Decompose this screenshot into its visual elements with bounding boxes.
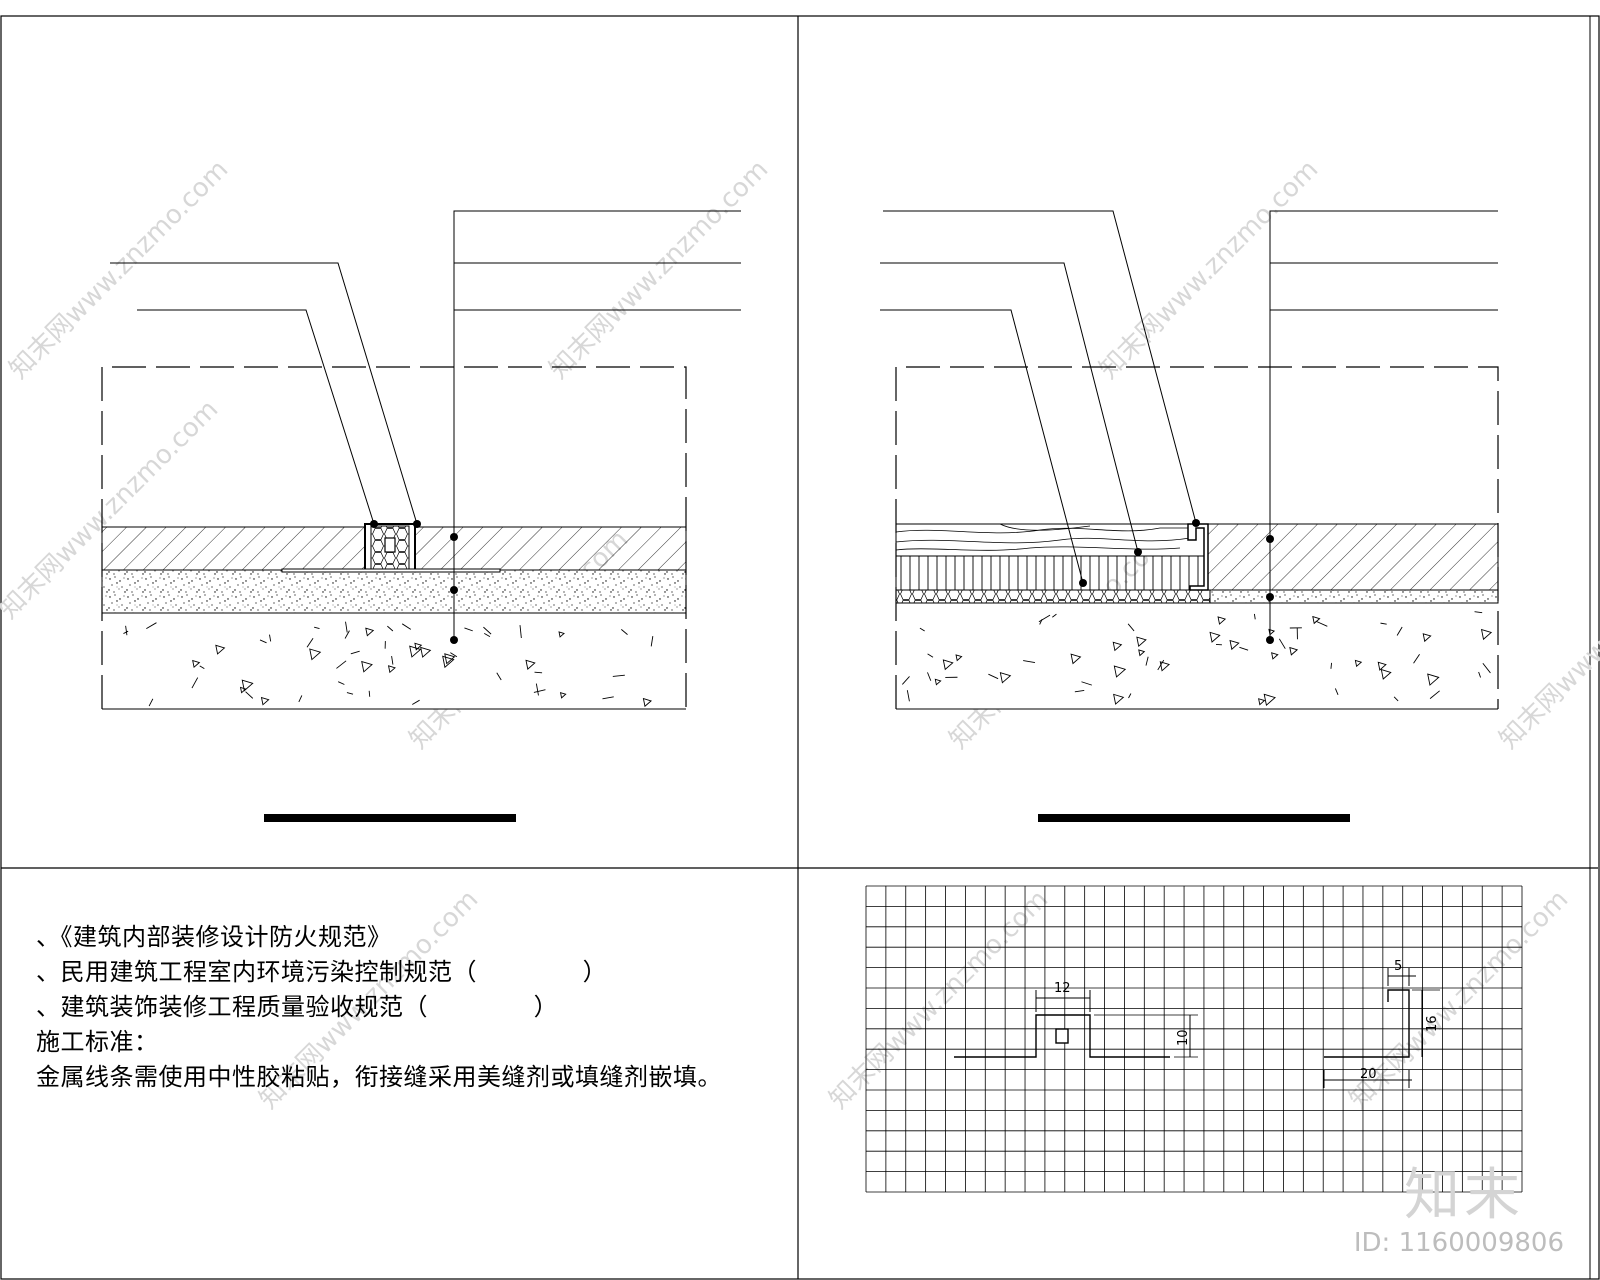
- note-line: 金属线条需使用中性胶粘贴，衔接缝采用美缝剂或填缝剂嵌填。: [36, 1063, 722, 1091]
- leader-dots: [1079, 519, 1274, 644]
- concrete-layer: [102, 613, 686, 709]
- watermark: 知末网www.znzmo.com: [824, 884, 1055, 1115]
- dimension-height-right: 16: [1425, 1015, 1440, 1032]
- title-underline: [264, 814, 516, 822]
- mortar-bed-layer: [101, 569, 687, 614]
- left-section-detail: [101, 210, 741, 822]
- metal-profile-base-plate: [281, 568, 501, 573]
- sheet-frame: [0, 15, 1600, 1280]
- metal-profile-core: [384, 537, 396, 553]
- dimension-height-left: 10: [1176, 1029, 1191, 1046]
- break-outline: [101, 366, 687, 709]
- profile-left: [954, 990, 1198, 1058]
- note-line: 施工标准：: [36, 1028, 159, 1056]
- dimension-width-left: 12: [1054, 981, 1071, 996]
- watermark: 知末网www.znzmo.com: [4, 154, 235, 385]
- right-section-detail: [880, 210, 1499, 822]
- note-line: 、建筑装饰装修工程质量验收规范（ ）: [36, 993, 559, 1021]
- profile-right: [1323, 968, 1440, 1088]
- note-line: 、《建筑内部装修设计防火规范》: [36, 923, 392, 951]
- stone-finish-layer: [1207, 523, 1499, 591]
- dimension-lip-right: 5: [1394, 959, 1402, 974]
- watermark-logo: 知末: [1404, 1163, 1524, 1228]
- leader-lines: [880, 210, 1498, 640]
- concrete-aggregate: [901, 611, 1493, 707]
- wood-subfloor-layer: [895, 555, 1209, 591]
- leader-dots: [370, 520, 458, 644]
- watermark: 知末网www.znzmo.com: [544, 154, 775, 385]
- concrete-aggregate: [123, 621, 654, 708]
- leader-lines: [110, 210, 741, 640]
- note-line: 、民用建筑工程室内环境污染控制规范（ ）: [36, 958, 608, 986]
- title-underline: [1038, 814, 1350, 822]
- watermark-id: ID: 1160009806: [1353, 1228, 1564, 1258]
- underlay-layer: [895, 589, 1211, 604]
- screed-layer: [1209, 589, 1499, 604]
- profile-grid-panel: 12 10 5 16 20: [865, 885, 1523, 1193]
- break-outline: [895, 366, 1499, 709]
- grid-lines: [865, 885, 1523, 1193]
- construction-notes: 、《建筑内部装修设计防火规范》 、民用建筑工程室内环境污染控制规范（ ） 、建筑…: [36, 920, 816, 1095]
- concrete-layer: [896, 603, 1498, 709]
- watermark: 知末网www.znzmo.com: [1494, 524, 1600, 755]
- l-metal-trim: [1187, 523, 1209, 591]
- dimension-width-right: 20: [1360, 1067, 1377, 1082]
